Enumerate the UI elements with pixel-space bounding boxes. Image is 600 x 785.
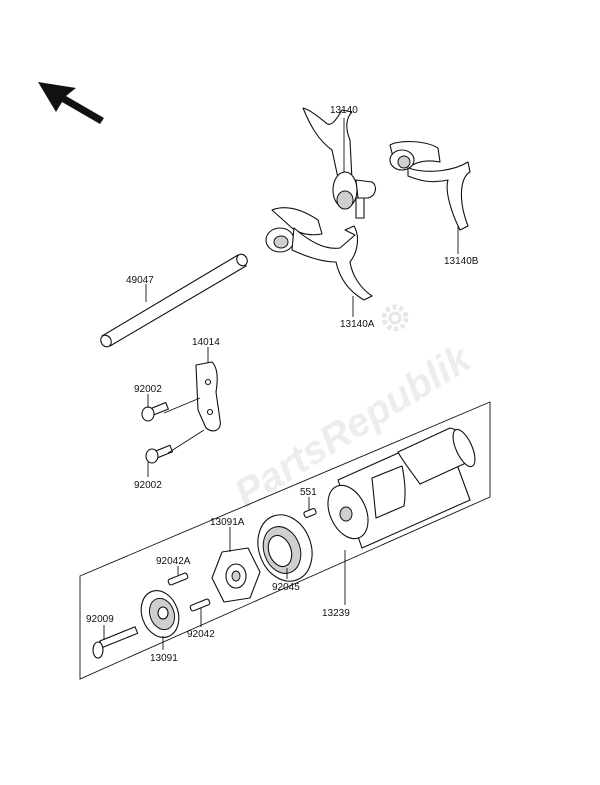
label-13091A: 13091A: [210, 517, 245, 528]
label-92002-bottom: 92002: [134, 480, 162, 491]
plate-14014: [195, 361, 221, 432]
label-92009: 92009: [86, 614, 114, 625]
label-551: 551: [300, 487, 317, 498]
label-13140B: 13140B: [444, 256, 479, 267]
shift-fork-13140A: [265, 207, 373, 301]
label-92002-top: 92002: [134, 384, 162, 395]
arrow-up-left-icon: [38, 82, 104, 124]
bolt-92002-bottom: [145, 444, 174, 464]
label-92045: 92045: [272, 582, 300, 593]
gear-icon: [381, 304, 409, 332]
bolt-92002-top: [141, 401, 169, 422]
part-labels: 13140 13140B 13140A 49047 14014 92002 92…: [86, 105, 479, 664]
pin-92042A: [167, 572, 189, 586]
plate-13091: [140, 590, 180, 638]
shift-drum-13239: [327, 427, 476, 549]
label-49047: 49047: [126, 275, 154, 286]
label-14014: 14014: [192, 337, 220, 348]
bearing-92045: [257, 514, 313, 582]
label-13140: 13140: [330, 105, 358, 116]
pin-92042: [189, 598, 211, 612]
label-13091: 13091: [150, 653, 178, 664]
label-92042A: 92042A: [156, 556, 191, 567]
shift-fork-13140B: [389, 141, 471, 231]
cam-13091A: [211, 547, 261, 603]
shaft-49047: [100, 253, 248, 348]
drum-assembly-outline: [79, 401, 491, 680]
shift-fork-13140: [302, 107, 377, 219]
leader-lines: [103, 118, 459, 650]
pin-551: [303, 508, 317, 518]
label-13140A: 13140A: [340, 319, 375, 330]
screw-92009: [92, 626, 139, 659]
label-92042: 92042: [187, 629, 215, 640]
label-13239: 13239: [322, 608, 350, 619]
